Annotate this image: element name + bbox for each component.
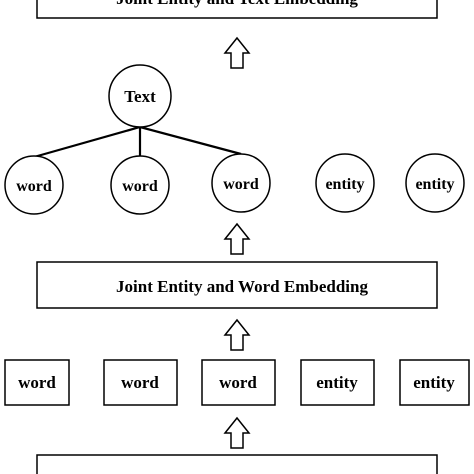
input-box-label: entity xyxy=(316,373,358,392)
tree-edges xyxy=(33,125,242,159)
circle-node-word: word xyxy=(110,155,170,215)
circle-node-word: word xyxy=(211,153,271,213)
middle-embedding-box-border xyxy=(36,261,438,309)
input-box-word: word xyxy=(4,359,70,406)
input-box-label: word xyxy=(18,373,56,392)
tree-edge xyxy=(33,125,141,159)
circle-node-border xyxy=(4,155,64,215)
circle-node-label: word xyxy=(16,178,52,195)
top-embedding-box-border xyxy=(36,0,438,19)
circle-node-word: word xyxy=(4,155,64,215)
input-box-border xyxy=(201,359,276,406)
circle-node-label: word xyxy=(122,178,158,195)
top-embedding-label: Joint Entity and Text Embedding xyxy=(116,0,358,8)
circle-node-entity: entity xyxy=(405,153,465,213)
circle-node-border xyxy=(211,153,271,213)
circle-node-border xyxy=(405,153,465,213)
top-embedding-box: Joint Entity and Text Embedding xyxy=(36,0,438,19)
input-box-border xyxy=(103,359,178,406)
input-box-border xyxy=(4,359,70,406)
input-box-word: word xyxy=(201,359,276,406)
circle-node-border xyxy=(315,153,375,213)
text-node: Text xyxy=(108,64,172,128)
bottom-box-border xyxy=(36,454,438,474)
middle-embedding-label: Joint Entity and Word Embedding xyxy=(116,277,368,296)
input-box-label: word xyxy=(121,373,159,392)
middle-embedding-box: Joint Entity and Word Embedding xyxy=(36,261,438,309)
input-box-entity: entity xyxy=(300,359,375,406)
up-arrow-icon xyxy=(223,318,251,351)
text-node-circle xyxy=(108,64,172,128)
bottom-box xyxy=(36,454,438,474)
text-node-label: Text xyxy=(124,87,156,106)
up-arrow-icon xyxy=(223,222,251,255)
circle-node-entity: entity xyxy=(315,153,375,213)
input-box-label: entity xyxy=(413,373,455,392)
up-arrow-icon xyxy=(223,36,251,69)
up-arrow-icon xyxy=(223,416,251,449)
input-box-row: word word word entity entity xyxy=(4,359,470,406)
tree-edge xyxy=(139,125,242,156)
circle-node-label: entity xyxy=(415,176,454,193)
circle-node-label: entity xyxy=(325,176,364,193)
input-box-word: word xyxy=(103,359,178,406)
circle-node-border xyxy=(110,155,170,215)
input-box-border xyxy=(300,359,375,406)
circle-node-row: word word word entity entity xyxy=(4,153,465,215)
circle-node-label: word xyxy=(223,176,259,193)
input-box-entity: entity xyxy=(399,359,470,406)
input-box-border xyxy=(399,359,470,406)
input-box-label: word xyxy=(219,373,257,392)
